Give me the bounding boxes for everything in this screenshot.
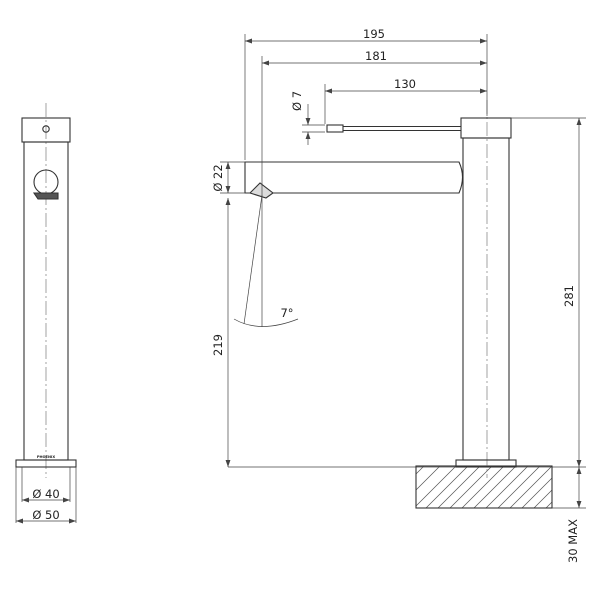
dim-281-label: 281 [562, 285, 576, 307]
front-aerator [32, 192, 59, 200]
stream-angle-line [243, 194, 263, 325]
dim-diameter-7-label: Ø 7 [290, 91, 304, 111]
side-body [462, 137, 510, 461]
angle-label: 7° [280, 306, 293, 320]
dim-diameter-40-label: Ø 40 [32, 487, 59, 501]
dim-diameter-50-label: Ø 50 [32, 508, 59, 522]
dim-219-label: 219 [211, 334, 225, 356]
brand-label: PHOENIX [37, 455, 55, 459]
front-base [15, 459, 77, 468]
spout-aerator [248, 182, 274, 199]
dim-195-label: 195 [363, 27, 385, 41]
dim-130-label: 130 [394, 77, 416, 91]
lever-tip [326, 124, 344, 133]
front-indicator-dot [42, 125, 50, 133]
front-view: PHOENIX Ø 40 Ø 50 [15, 103, 77, 524]
bench-hatching [416, 466, 552, 508]
dim-diameter-22-label: Ø 22 [211, 164, 225, 191]
dim-30max-label: 30 MAX [566, 519, 580, 563]
dim-181-label: 181 [365, 49, 387, 63]
side-view: 7° 195 181 130 Ø 7 Ø 22 219 281 [211, 27, 586, 563]
side-base [455, 459, 517, 468]
angle-arc [233, 318, 299, 327]
side-top-cap [460, 117, 512, 139]
spout [244, 161, 464, 194]
bench-block [415, 465, 553, 509]
